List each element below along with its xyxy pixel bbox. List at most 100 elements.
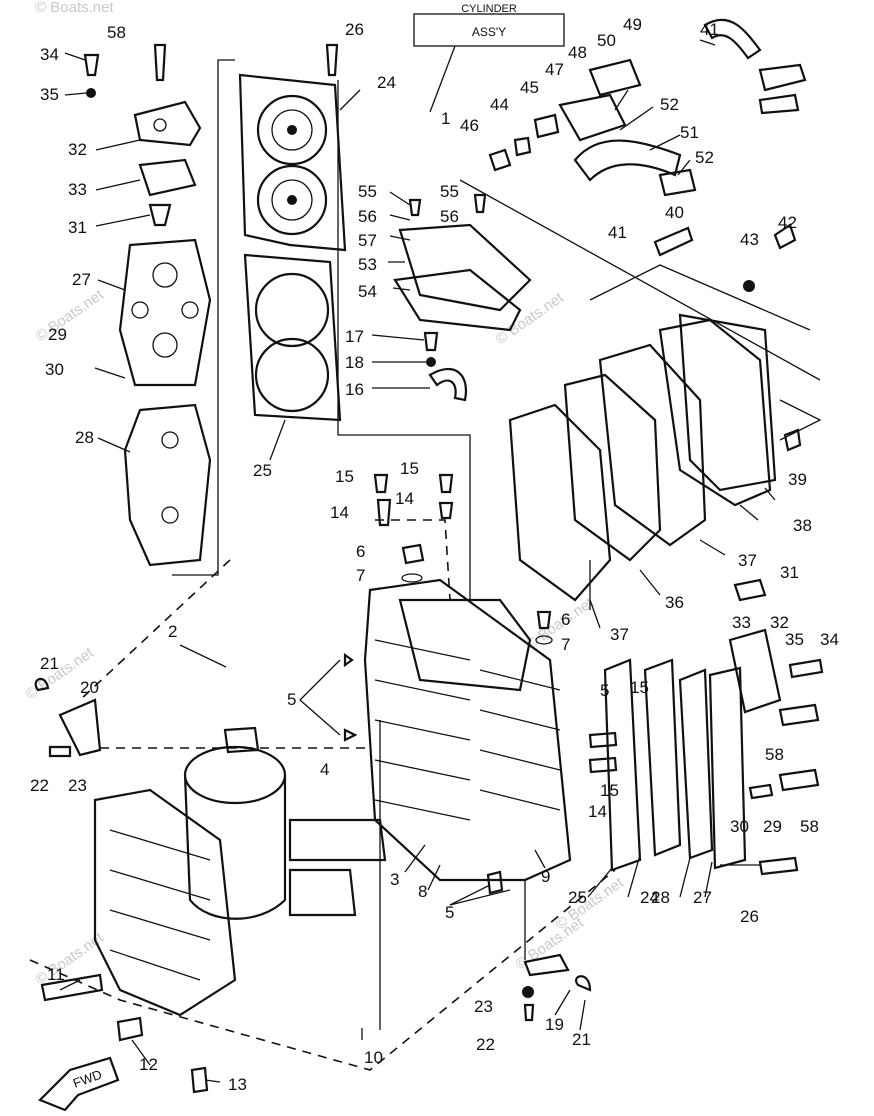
callout-2: 2 bbox=[168, 622, 177, 641]
callout-15d: 15 bbox=[600, 781, 619, 800]
callout-36: 36 bbox=[665, 593, 684, 612]
callout-25b: 25 bbox=[568, 888, 587, 907]
callout-58b: 58 bbox=[765, 745, 784, 764]
callout-22a: 22 bbox=[30, 776, 49, 795]
callout-47: 47 bbox=[545, 60, 564, 79]
callout-14c: 14 bbox=[588, 802, 607, 821]
callout-6a: 6 bbox=[356, 542, 365, 561]
callout-14a: 14 bbox=[330, 503, 349, 522]
callout-43: 43 bbox=[740, 230, 759, 249]
callout-55b: 55 bbox=[440, 182, 459, 201]
callout-49: 49 bbox=[623, 15, 642, 34]
callout-26b: 26 bbox=[740, 907, 759, 926]
callout-50: 50 bbox=[597, 31, 616, 50]
cylinder-head bbox=[238, 73, 347, 422]
callout-39: 39 bbox=[788, 470, 807, 489]
callout-40: 40 bbox=[665, 203, 684, 222]
callout-58a: 58 bbox=[107, 23, 126, 42]
callout-51: 51 bbox=[680, 123, 699, 142]
fwd-arrow: FWD bbox=[38, 1056, 120, 1112]
callout-12: 12 bbox=[139, 1055, 158, 1074]
title-line1: CYLINDER bbox=[461, 3, 517, 15]
callout-54: 54 bbox=[358, 282, 377, 301]
cover-plate bbox=[393, 223, 532, 332]
watermarks: © Boats.net © Boats.net © Boats.net © Bo… bbox=[23, 0, 628, 988]
callout-28a: 28 bbox=[75, 428, 94, 447]
callout-21a: 21 bbox=[40, 654, 59, 673]
callout-labels: 1 2 3 4 5 5 5 6 6 7 7 8 9 10 11 12 13 14… bbox=[30, 15, 839, 1094]
callout-31a: 31 bbox=[68, 218, 87, 237]
callout-22b: 22 bbox=[476, 1035, 495, 1054]
callout-5b: 5 bbox=[445, 903, 454, 922]
callout-7a: 7 bbox=[356, 566, 365, 585]
callout-29a: 29 bbox=[48, 325, 67, 344]
leader-lines bbox=[59, 39, 776, 1083]
callout-41a: 41 bbox=[700, 20, 719, 39]
callout-56b: 56 bbox=[440, 207, 459, 226]
callout-33b: 33 bbox=[732, 613, 751, 632]
callout-4: 4 bbox=[320, 760, 329, 779]
watermark-2: © Boats.net bbox=[33, 286, 108, 345]
callout-20: 20 bbox=[80, 678, 99, 697]
callout-56a: 56 bbox=[358, 207, 377, 226]
callout-17: 17 bbox=[345, 327, 364, 346]
callout-7b: 7 bbox=[561, 635, 570, 654]
callout-38: 38 bbox=[793, 516, 812, 535]
callout-31b: 31 bbox=[780, 563, 799, 582]
thermostat-hose-parts bbox=[488, 18, 807, 257]
callout-24a: 24 bbox=[377, 73, 396, 92]
callout-25a: 25 bbox=[253, 461, 272, 480]
callout-21b: 21 bbox=[572, 1030, 591, 1049]
callout-13: 13 bbox=[228, 1075, 247, 1094]
callout-46: 46 bbox=[460, 116, 479, 135]
callout-33a: 33 bbox=[68, 180, 87, 199]
callout-37b: 37 bbox=[610, 625, 629, 644]
callout-19: 19 bbox=[545, 1015, 564, 1034]
exhaust-cover-stack bbox=[118, 100, 212, 567]
callout-14b: 14 bbox=[395, 489, 414, 508]
callout-15b: 15 bbox=[400, 459, 419, 478]
callout-52b: 52 bbox=[695, 148, 714, 167]
callout-37a: 37 bbox=[738, 551, 757, 570]
callout-26a: 26 bbox=[345, 20, 364, 39]
crankcase bbox=[93, 726, 387, 1017]
callout-27b: 27 bbox=[693, 888, 712, 907]
callout-6b: 6 bbox=[561, 610, 570, 629]
callout-27a: 27 bbox=[72, 270, 91, 289]
callout-11: 11 bbox=[47, 965, 65, 984]
callout-24b: 24 bbox=[640, 888, 659, 907]
title-line2: ASS'Y bbox=[472, 25, 506, 39]
callout-42: 42 bbox=[778, 213, 797, 232]
callout-16: 16 bbox=[345, 380, 364, 399]
callout-32a: 32 bbox=[68, 140, 87, 159]
callout-8: 8 bbox=[418, 882, 427, 901]
callout-5a: 5 bbox=[287, 690, 296, 709]
callout-34b: 34 bbox=[820, 630, 839, 649]
callout-28b: 28 bbox=[651, 888, 670, 907]
callout-58c: 58 bbox=[800, 817, 819, 836]
watermark-1: © Boats.net bbox=[35, 0, 114, 16]
callout-30a: 30 bbox=[45, 360, 64, 379]
callout-15a: 15 bbox=[335, 467, 354, 486]
callout-23a: 23 bbox=[68, 776, 87, 795]
watermark-5: © Boats.net bbox=[523, 594, 598, 653]
side-gasket-stack bbox=[603, 628, 782, 872]
callout-5c: 5 bbox=[600, 681, 609, 700]
callout-10: 10 bbox=[364, 1048, 383, 1067]
callout-15c: 15 bbox=[630, 678, 649, 697]
callout-3: 3 bbox=[390, 870, 399, 889]
callout-35a: 35 bbox=[40, 85, 59, 104]
title-box: CYLINDER ASS'Y bbox=[413, 3, 565, 113]
callout-45: 45 bbox=[520, 78, 539, 97]
callout-30b: 30 bbox=[730, 817, 749, 836]
callout-57: 57 bbox=[358, 231, 377, 250]
callout-23b: 23 bbox=[474, 997, 493, 1016]
callout-41b: 41 bbox=[608, 223, 627, 242]
callout-55a: 55 bbox=[358, 182, 377, 201]
callout-44: 44 bbox=[490, 95, 509, 114]
callout-34a: 34 bbox=[40, 45, 59, 64]
callout-29b: 29 bbox=[763, 817, 782, 836]
callout-18: 18 bbox=[345, 353, 364, 372]
exhaust-manifold-stack bbox=[508, 313, 777, 602]
